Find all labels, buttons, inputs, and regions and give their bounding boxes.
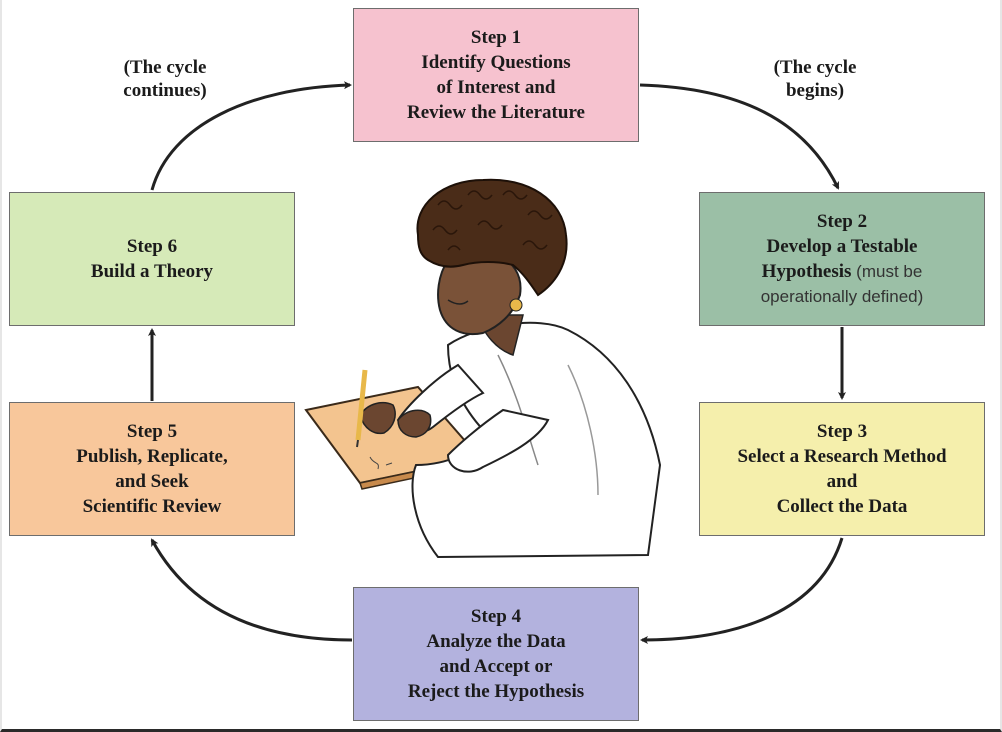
step-6-title: Step 6 <box>126 236 178 257</box>
step-2-extra-2: operationally defined) <box>760 287 924 306</box>
cycle-continues-note: (The cycle continues) <box>95 56 235 102</box>
note-right-line-2: begins) <box>785 80 845 101</box>
lab-coat <box>396 321 662 559</box>
step-2-title: Step 2 <box>816 211 868 232</box>
step-4-box: Step 4 Analyze the Data and Accept or Re… <box>353 587 639 721</box>
step-5-line-3: Scientific Review <box>82 496 222 517</box>
step-6-line-1: Build a Theory <box>90 261 214 282</box>
arrow-step4-to-step5 <box>150 538 353 642</box>
hair <box>416 178 568 297</box>
face <box>437 250 524 356</box>
note-left-line-2: continues) <box>123 80 207 101</box>
cycle-begins-note: (The cycle begins) <box>745 56 885 102</box>
step-1-line-2: of Interest and <box>436 77 556 98</box>
step-1-title: Step 1 <box>470 27 522 48</box>
step-5-box: Step 5 Publish, Replicate, and Seek Scie… <box>9 402 295 536</box>
step-3-line-1: Select a Research Method <box>737 446 947 467</box>
step-5-title: Step 5 <box>126 421 178 442</box>
hands <box>359 402 432 438</box>
step-1-box: Step 1 Identify Questions of Interest an… <box>353 8 639 142</box>
step-4-line-3: Reject the Hypothesis <box>407 681 585 702</box>
note-right-line-1: (The cycle <box>773 57 857 78</box>
step-3-title: Step 3 <box>816 421 868 442</box>
step-2-extra-1: (must be <box>856 262 923 281</box>
step-4-line-1: Analyze the Data <box>426 631 566 652</box>
step-2-line-2-wrap: Hypothesis (must be <box>762 259 923 284</box>
scientist-illustration <box>304 178 662 559</box>
step-2-line-2: Hypothesis <box>761 261 852 282</box>
pencil <box>355 369 368 448</box>
arrow-step3-to-step4 <box>640 537 844 644</box>
step-6-box: Step 6 Build a Theory <box>9 192 295 326</box>
step-4-line-2: and Accept or <box>439 656 553 677</box>
step-4-title: Step 4 <box>470 606 522 627</box>
note-left-line-1: (The cycle <box>123 57 207 78</box>
arrow-step6-to-step1 <box>150 81 352 191</box>
step-2-box: Step 2 Develop a Testable Hypothesis (mu… <box>699 192 985 326</box>
step-3-box: Step 3 Select a Research Method and Coll… <box>699 402 985 536</box>
arrow-step1-to-step2 <box>639 83 840 190</box>
step-5-line-1: Publish, Replicate, <box>76 446 228 467</box>
step-1-line-1: Identify Questions <box>421 52 571 73</box>
step-2-line-1: Develop a Testable <box>766 236 918 257</box>
step-5-line-2: and Seek <box>115 471 189 492</box>
step-3-line-2: and <box>826 471 858 492</box>
step-3-line-3: Collect the Data <box>776 496 908 517</box>
step-1-line-3: Review the Literature <box>407 102 585 123</box>
